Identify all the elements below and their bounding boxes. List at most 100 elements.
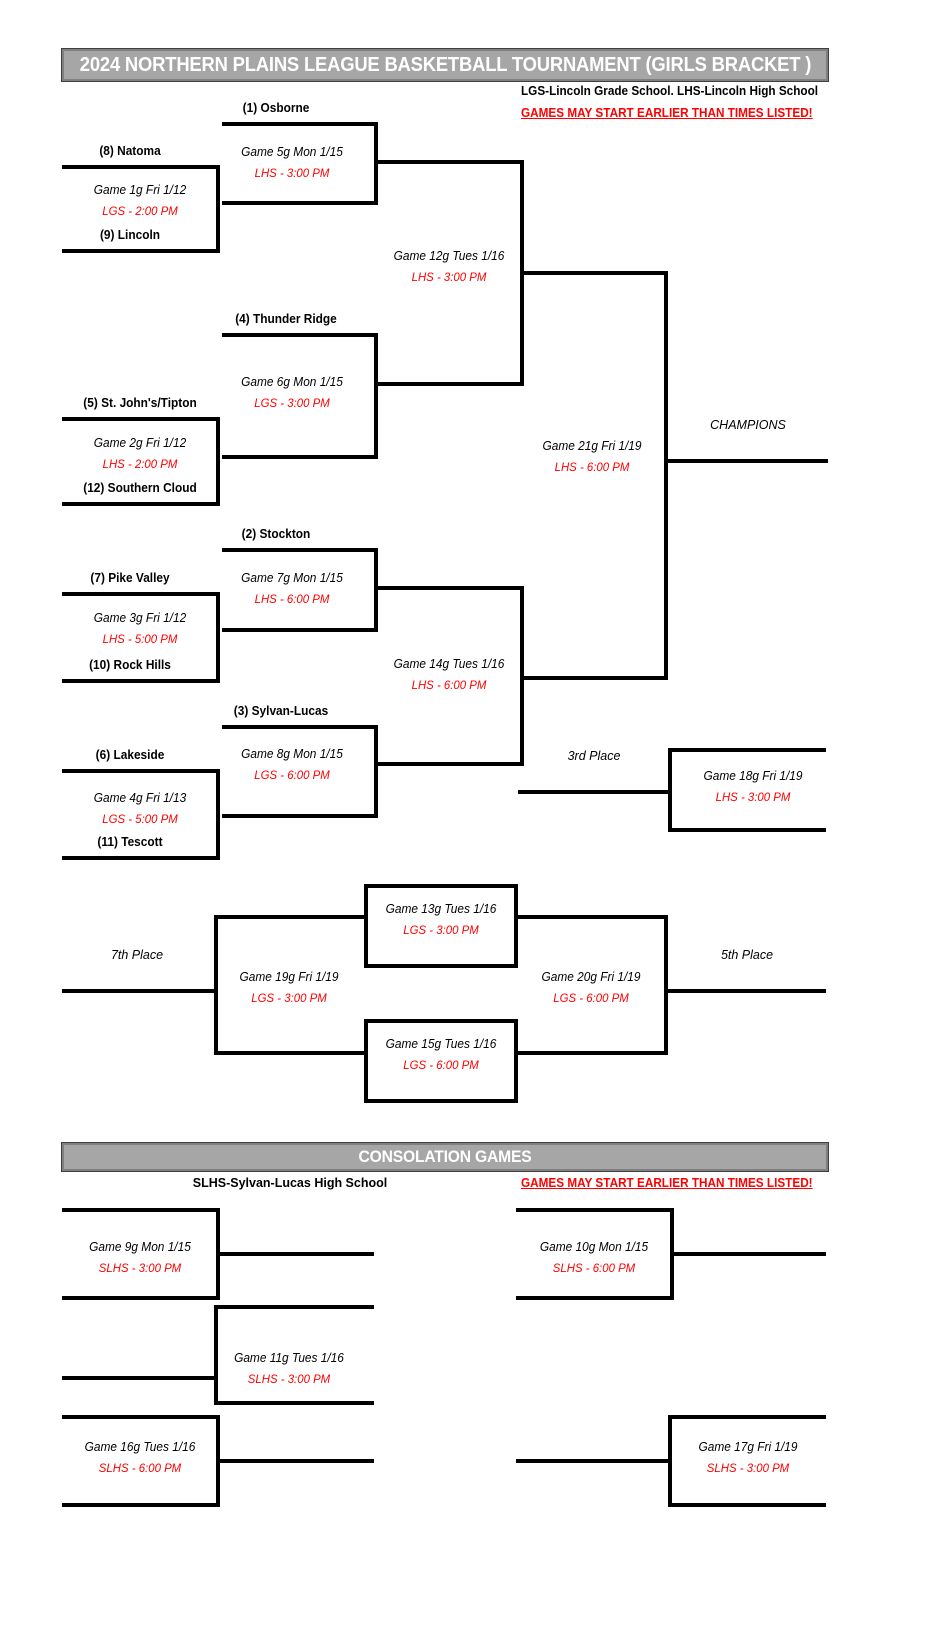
bracket-line <box>668 828 826 832</box>
game-14g-label: Game 14g Tues 1/16 <box>393 657 505 671</box>
bracket-line <box>670 1252 826 1256</box>
team-seed3: (3) Sylvan-Lucas <box>233 704 329 718</box>
game-13g-label: Game 13g Tues 1/16 <box>385 902 497 916</box>
bracket-line <box>374 725 378 818</box>
bracket-line <box>214 1305 218 1405</box>
bracket-line <box>62 769 220 773</box>
game-4g-time: LGS - 5:00 PM <box>102 812 178 826</box>
game-6g-time: LGS - 3:00 PM <box>254 396 330 410</box>
game-6g-label: Game 6g Mon 1/15 <box>241 375 343 389</box>
bracket-line <box>364 884 518 888</box>
bracket-line <box>364 1019 518 1023</box>
game-12g-label: Game 12g Tues 1/16 <box>393 249 505 263</box>
bracket-line <box>214 915 218 1055</box>
bracket-line <box>374 586 524 590</box>
game-3g-time: LHS - 5:00 PM <box>102 632 178 646</box>
game-5g-label: Game 5g Mon 1/15 <box>241 145 343 159</box>
bracket-line <box>62 1296 220 1300</box>
bracket-line <box>216 1252 374 1256</box>
game-7g-label: Game 7g Mon 1/15 <box>241 571 343 585</box>
game-4g-label: Game 4g Fri 1/13 <box>93 791 187 805</box>
legend-warning-consolation: GAMES MAY START EARLIER THAN TIMES LISTE… <box>521 1176 813 1190</box>
fifth-place-label: 5th Place <box>720 948 774 962</box>
bracket-line <box>518 790 672 794</box>
bracket-line <box>664 271 668 679</box>
third-place-label: 3rd Place <box>567 749 621 763</box>
bracket-line <box>62 856 220 860</box>
bracket-line <box>216 165 220 253</box>
bracket-line <box>222 201 378 205</box>
game-16g-label: Game 16g Tues 1/16 <box>84 1440 196 1454</box>
bracket-line <box>216 769 220 860</box>
bracket-line <box>364 1019 368 1103</box>
game-10g-time: SLHS - 6:00 PM <box>552 1261 636 1275</box>
bracket-line <box>668 1503 826 1507</box>
bracket-line <box>62 1376 216 1380</box>
legend-venues-consolation: SLHS-Sylvan-Lucas High School <box>192 1176 388 1190</box>
bracket-line <box>222 333 378 337</box>
bracket-line <box>62 1503 220 1507</box>
game-19g-time: LGS - 3:00 PM <box>251 991 327 1005</box>
team-seed10: (10) Rock Hills <box>89 658 171 672</box>
team-seed7: (7) Pike Valley <box>90 571 170 585</box>
consolation-title-bar: CONSOLATION GAMES <box>61 1142 829 1172</box>
bracket-line <box>364 884 368 968</box>
game-2g-time: LHS - 2:00 PM <box>102 457 178 471</box>
page-title: 2024 NORTHERN PLAINS LEAGUE BASKETBALL T… <box>79 53 811 76</box>
bracket-line <box>668 1415 826 1419</box>
game-15g-time: LGS - 6:00 PM <box>403 1058 479 1072</box>
bracket-line <box>516 915 668 919</box>
bracket-line <box>222 122 378 126</box>
game-21g-label: Game 21g Fri 1/19 <box>542 439 642 453</box>
legend-warning-main: GAMES MAY START EARLIER THAN TIMES LISTE… <box>521 106 813 120</box>
bracket-line <box>374 160 524 164</box>
bracket-line <box>516 1296 674 1300</box>
bracket-line <box>216 417 220 506</box>
game-21g-time: LHS - 6:00 PM <box>554 460 630 474</box>
bracket-line <box>222 814 378 818</box>
game-1g-label: Game 1g Fri 1/12 <box>93 183 187 197</box>
bracket-line <box>516 1208 674 1212</box>
bracket-line <box>62 592 220 596</box>
game-8g-label: Game 8g Mon 1/15 <box>241 747 343 761</box>
game-2g-label: Game 2g Fri 1/12 <box>93 436 187 450</box>
game-18g-label: Game 18g Fri 1/19 <box>703 769 803 783</box>
game-20g-time: LGS - 6:00 PM <box>553 991 629 1005</box>
game-20g-label: Game 20g Fri 1/19 <box>541 970 641 984</box>
bracket-line <box>222 455 378 459</box>
bracket-line <box>62 989 218 993</box>
game-10g-label: Game 10g Mon 1/15 <box>539 1240 649 1254</box>
game-9g-time: SLHS - 3:00 PM <box>98 1261 182 1275</box>
bracket-line <box>214 1305 374 1309</box>
bracket-line <box>668 1415 672 1507</box>
game-15g-label: Game 15g Tues 1/16 <box>385 1037 497 1051</box>
legend-venues-main: LGS-Lincoln Grade School. LHS-Lincoln Hi… <box>521 84 819 98</box>
game-1g-time: LGS - 2:00 PM <box>102 204 178 218</box>
bracket-line <box>664 915 668 1055</box>
team-seed12: (12) Southern Cloud <box>83 481 197 495</box>
bracket-line <box>364 1099 518 1103</box>
bracket-line <box>62 249 220 253</box>
team-seed9: (9) Lincoln <box>99 228 161 242</box>
game-11g-time: SLHS - 3:00 PM <box>247 1372 331 1386</box>
bracket-line <box>374 382 524 386</box>
bracket-line <box>62 1208 220 1212</box>
bracket-line <box>374 333 378 459</box>
game-11g-label: Game 11g Tues 1/16 <box>234 1351 344 1365</box>
bracket-line <box>222 548 378 552</box>
bracket-line <box>62 417 220 421</box>
bracket-line <box>216 592 220 683</box>
tournament-title-bar: 2024 NORTHERN PLAINS LEAGUE BASKETBALL T… <box>61 48 829 82</box>
game-14g-time: LHS - 6:00 PM <box>411 678 487 692</box>
game-5g-time: LHS - 3:00 PM <box>254 166 330 180</box>
game-8g-time: LGS - 6:00 PM <box>254 768 330 782</box>
bracket-line <box>214 1401 374 1405</box>
game-16g-time: SLHS - 6:00 PM <box>98 1461 182 1475</box>
game-19g-label: Game 19g Fri 1/19 <box>239 970 339 984</box>
champions-label: CHAMPIONS <box>710 418 786 432</box>
bracket-line <box>516 1051 668 1055</box>
team-seed1: (1) Osborne <box>242 101 310 115</box>
bracket-line <box>214 915 366 919</box>
bracket-line <box>222 628 378 632</box>
team-seed4: (4) Thunder Ridge <box>235 312 337 326</box>
